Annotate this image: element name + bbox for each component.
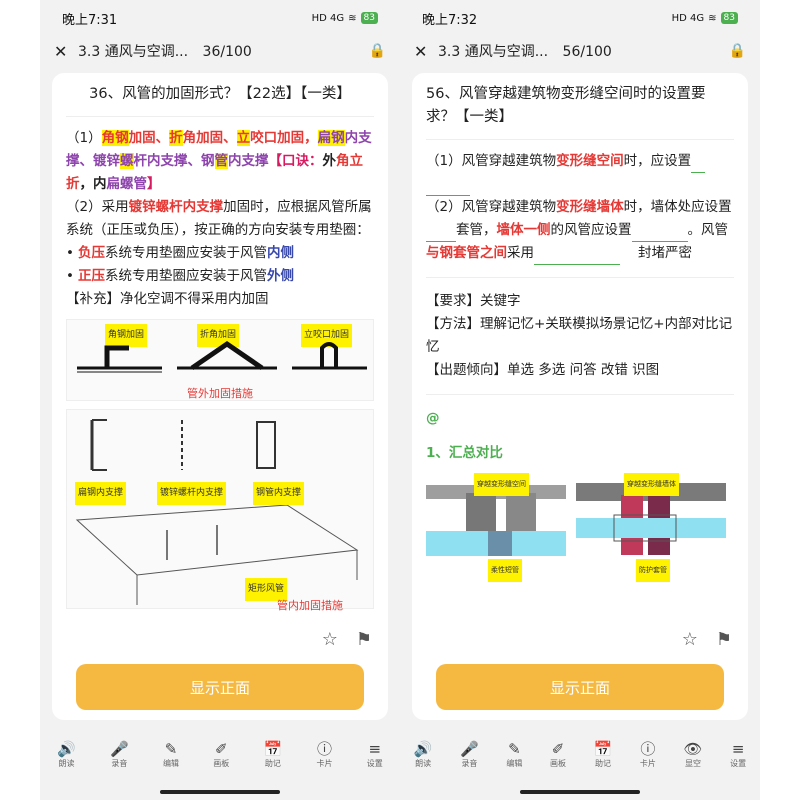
speaker-icon: 🔊 [413, 739, 433, 758]
home-indicator [520, 790, 640, 794]
left-phone-screen: 晚上7:31 HD 4G ≋ 83 ✕ 3.3 通风与空调... 36/100 … [40, 0, 400, 800]
close-icon[interactable]: ✕ [54, 41, 68, 61]
card-actions: ☆ ⚑ [322, 629, 372, 650]
toolbar-read[interactable]: 🔊朗读 [57, 739, 76, 768]
signal-icon: HD 4G [671, 12, 705, 24]
deformation-joint-figure: 穿越变形缝空间 穿越变形缝墙体 柔性短管 防护套管 [426, 473, 734, 582]
supplement-text: 【补充】净化空调不得采用内加固 [66, 291, 269, 307]
header-bar: ✕ 3.3 通风与空调... 56/100 🔒 [400, 36, 760, 66]
toolbar-settings[interactable]: ≡设置 [730, 739, 747, 768]
card-actions: ☆ ⚑ [682, 629, 732, 650]
external-reinforcement-figure: 角钢加固 折角加固 立咬口加固 管外加固措施 [66, 319, 374, 401]
status-bar: 晚上7:31 HD 4G ≋ 83 [40, 0, 400, 36]
wifi-icon: ≋ [708, 12, 717, 24]
battery-icon: 83 [360, 12, 378, 24]
speaker-icon: 🔊 [57, 739, 76, 758]
toolbar-edit[interactable]: ✎编辑 [506, 739, 523, 768]
answer-p1: （1）角钢加固、折角加固、立咬口加固，扁钢内支撑、镀锌螺杆内支撑、钢管内支撑【口… [66, 130, 372, 192]
internal-reinforcement-figure: 扁钢内支撑 镀锌螺杆内支撑 钢管内支撑 矩形风管 管内加固措施 [66, 409, 374, 612]
right-phone-screen: 晚上7:32 HD 4G ≋ 83 ✕ 3.3 通风与空调... 56/100 … [400, 0, 760, 800]
toolbar-draw[interactable]: ✐画板 [213, 739, 230, 768]
status-time: 晚上7:31 [62, 12, 118, 28]
blank [675, 224, 688, 242]
deck-title: 3.3 通风与空调... [78, 44, 189, 60]
star-icon[interactable]: ☆ [321, 629, 338, 650]
trend-text: 【出题倾向】单选 多选 问答 改错 识图 [426, 362, 660, 378]
mic-icon: 🎤 [110, 739, 129, 758]
toolbar-mnemonic[interactable]: 📅助记 [263, 739, 283, 768]
home-indicator [160, 790, 280, 794]
flashcard: 36、风管的加固形式？【22选】【一类】 （1）角钢加固、折角加固、立咬口加固，… [52, 73, 388, 720]
toolbar-record[interactable]: 🎤录音 [110, 739, 129, 768]
toolbar-draw[interactable]: ✐画板 [550, 739, 566, 768]
brush-icon: ✐ [551, 739, 565, 758]
toolbar-record[interactable]: 🎤录音 [460, 739, 479, 768]
pencil-icon: ✎ [164, 739, 178, 758]
question-title: 36、风管的加固形式？【22选】【一类】 [66, 83, 374, 117]
flag-icon[interactable]: ⚑ [355, 629, 372, 650]
requirement-text: 【要求】关键字 [426, 293, 521, 309]
status-bar: 晚上7:32 HD 4G ≋ 83 [400, 0, 760, 36]
flashcard: 56、风管穿越建筑物变形缝空间时的设置要求？【一类】 （1）风管穿越建筑物变形缝… [412, 73, 748, 720]
blank [426, 224, 456, 242]
toolbar-cloze[interactable]: 👁显空 [683, 739, 703, 768]
blank [691, 155, 706, 173]
calendar-icon: 📅 [593, 739, 613, 758]
blank [534, 247, 620, 265]
bullet-negative: 负压系统专用垫圈应安装于风管内侧 [66, 242, 374, 265]
blank [631, 224, 676, 242]
answer-q2: （2）风管穿越建筑物变形缝墙体时，墙体处应设置套管，墙体一侧的风管应设置。风管与… [426, 196, 734, 265]
wifi-icon: ≋ [348, 12, 357, 24]
internal-reinforcement-drawing [75, 419, 359, 605]
answer-p2: （2）采用镀锌螺杆内支撑加固时，应根据风管所属系统（正压或负压），按正确的方向安… [66, 199, 372, 238]
method-text: 【方法】理解记忆+关联模拟场景记忆+内部对比记忆 [426, 316, 733, 355]
menu-icon: ≡ [731, 739, 745, 758]
lock-icon[interactable]: 🔒 [368, 43, 386, 59]
header-bar: ✕ 3.3 通风与空调... 36/100 🔒 [40, 36, 400, 66]
deck-title: 3.3 通风与空调... [438, 44, 549, 60]
show-front-button[interactable]: 显示正面 [436, 664, 724, 710]
close-icon[interactable]: ✕ [414, 41, 428, 61]
lock-icon[interactable]: 🔒 [728, 43, 746, 59]
pencil-icon: ✎ [508, 739, 521, 758]
summary-heading: 1、汇总对比 [426, 445, 503, 461]
status-time: 晚上7:32 [422, 12, 478, 28]
signal-icon: HD 4G [311, 12, 345, 24]
info-icon: ⓘ [640, 739, 656, 758]
show-front-button[interactable]: 显示正面 [76, 664, 364, 710]
eye-icon: 👁 [683, 739, 703, 758]
flag-icon[interactable]: ⚑ [715, 629, 732, 650]
menu-icon: ≡ [368, 739, 382, 758]
bullet-positive: 正压系统专用垫圈应安装于风管外侧 [66, 265, 374, 288]
card-progress: 36/100 [202, 44, 252, 60]
deformation-joint-drawing [426, 483, 726, 556]
toolbar-read[interactable]: 🔊朗读 [413, 739, 433, 768]
mic-icon: 🎤 [460, 739, 479, 758]
toolbar-settings[interactable]: ≡设置 [366, 739, 383, 768]
info-icon: ⓘ [317, 739, 333, 758]
at-marker: @ [426, 410, 440, 426]
star-icon[interactable]: ☆ [681, 629, 698, 650]
question-title: 56、风管穿越建筑物变形缝空间时的设置要求？【一类】 [426, 83, 734, 140]
battery-icon: 83 [720, 12, 738, 24]
blank [426, 178, 470, 196]
answer-q1: （1）风管穿越建筑物变形缝空间时，应设置 [426, 150, 734, 196]
toolbar-edit[interactable]: ✎编辑 [163, 739, 180, 768]
brush-icon: ✐ [215, 739, 228, 758]
external-reinforcement-drawing [77, 340, 367, 373]
card-progress: 56/100 [562, 44, 612, 60]
calendar-icon: 📅 [263, 739, 283, 758]
toolbar-mnemonic[interactable]: 📅助记 [593, 739, 613, 768]
